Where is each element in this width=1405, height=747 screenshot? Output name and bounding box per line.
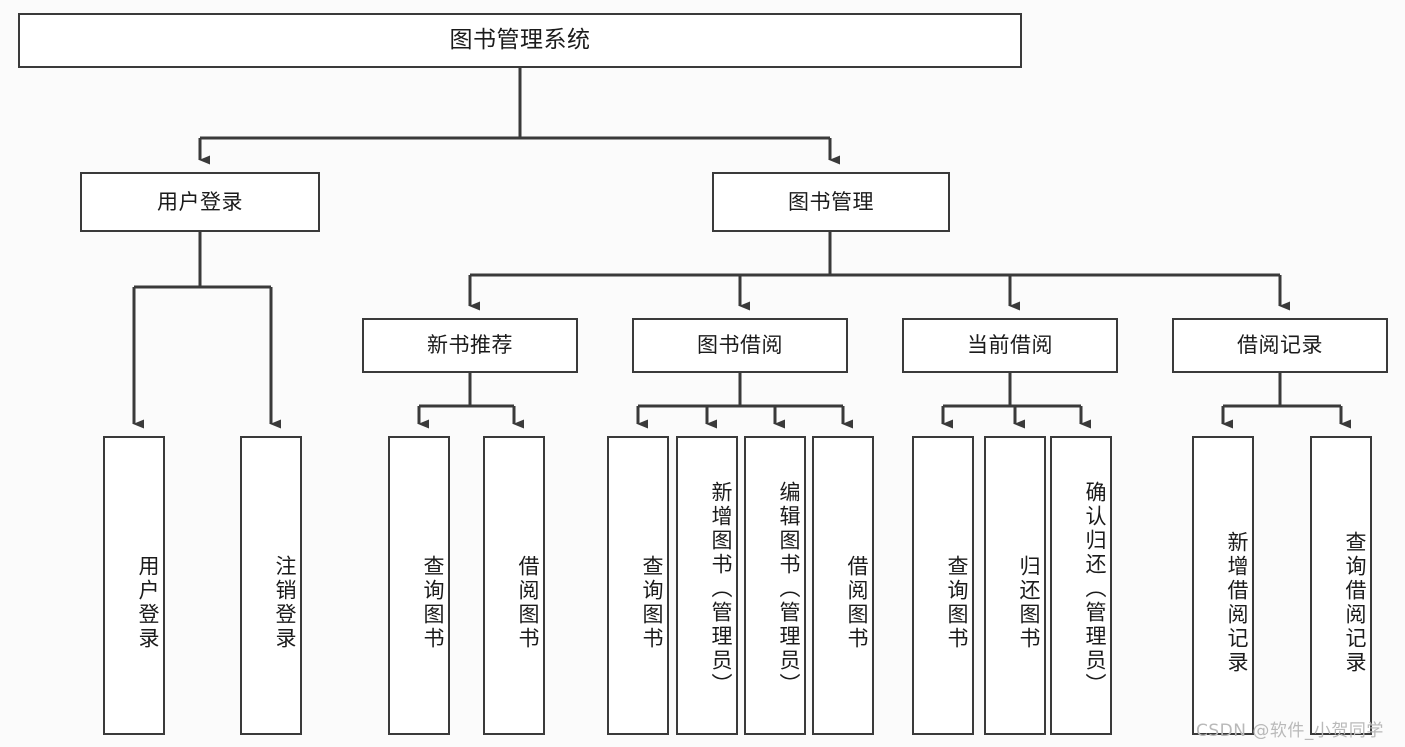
node-leaf-borrow-book-1-label: 借阅图书 bbox=[516, 554, 540, 651]
node-borrow-record[interactable]: 借阅记录 bbox=[1172, 318, 1388, 373]
node-leaf-confirm-return[interactable]: 确认归还（管理员） bbox=[1050, 436, 1112, 735]
node-leaf-borrow-book-2[interactable]: 借阅图书 bbox=[812, 436, 874, 735]
node-leaf-borrow-book-1[interactable]: 借阅图书 bbox=[483, 436, 545, 735]
node-leaf-query-book-3[interactable]: 查询图书 bbox=[912, 436, 974, 735]
node-user-login[interactable]: 用户登录 bbox=[80, 172, 320, 232]
node-leaf-add-record-label: 新增借阅记录 bbox=[1225, 530, 1249, 675]
node-leaf-user-logout[interactable]: 注销登录 bbox=[240, 436, 302, 735]
node-leaf-user-login[interactable]: 用户登录 bbox=[103, 436, 165, 735]
node-leaf-add-record[interactable]: 新增借阅记录 bbox=[1192, 436, 1254, 735]
watermark: CSDN @软件_小贺同学 bbox=[1196, 721, 1384, 741]
node-leaf-query-book-2-label: 查询图书 bbox=[640, 554, 664, 651]
node-book-management-label: 图书管理 bbox=[788, 189, 874, 214]
node-book-borrow[interactable]: 图书借阅 bbox=[632, 318, 848, 373]
node-leaf-query-book-1[interactable]: 查询图书 bbox=[388, 436, 450, 735]
node-user-login-label: 用户登录 bbox=[157, 189, 243, 214]
node-leaf-query-book-1-label: 查询图书 bbox=[421, 554, 445, 651]
node-borrow-record-label: 借阅记录 bbox=[1237, 333, 1323, 358]
node-leaf-add-book-label: 新增图书（管理员） bbox=[709, 480, 733, 697]
node-leaf-return-book-label: 归还图书 bbox=[1017, 554, 1041, 651]
node-current-borrow-label: 当前借阅 bbox=[967, 333, 1053, 358]
node-current-borrow[interactable]: 当前借阅 bbox=[902, 318, 1118, 373]
node-leaf-edit-book-label: 编辑图书（管理员） bbox=[777, 480, 801, 697]
node-root[interactable]: 图书管理系统 bbox=[18, 13, 1022, 68]
node-book-borrow-label: 图书借阅 bbox=[697, 333, 783, 358]
node-leaf-query-book-2[interactable]: 查询图书 bbox=[607, 436, 669, 735]
node-leaf-query-record[interactable]: 查询借阅记录 bbox=[1310, 436, 1372, 735]
node-leaf-user-logout-label: 注销登录 bbox=[273, 554, 297, 651]
node-leaf-confirm-return-label: 确认归还（管理员） bbox=[1083, 480, 1107, 697]
node-leaf-borrow-book-2-label: 借阅图书 bbox=[845, 554, 869, 651]
node-new-book-recommend-label: 新书推荐 bbox=[427, 333, 513, 358]
node-leaf-add-book[interactable]: 新增图书（管理员） bbox=[676, 436, 738, 735]
node-root-label: 图书管理系统 bbox=[449, 27, 591, 54]
node-leaf-user-login-label: 用户登录 bbox=[136, 554, 160, 651]
node-leaf-edit-book[interactable]: 编辑图书（管理员） bbox=[744, 436, 806, 735]
node-leaf-return-book[interactable]: 归还图书 bbox=[984, 436, 1046, 735]
node-new-book-recommend[interactable]: 新书推荐 bbox=[362, 318, 578, 373]
node-leaf-query-record-label: 查询借阅记录 bbox=[1343, 530, 1367, 675]
node-leaf-query-book-3-label: 查询图书 bbox=[945, 554, 969, 651]
node-book-management[interactable]: 图书管理 bbox=[712, 172, 950, 232]
